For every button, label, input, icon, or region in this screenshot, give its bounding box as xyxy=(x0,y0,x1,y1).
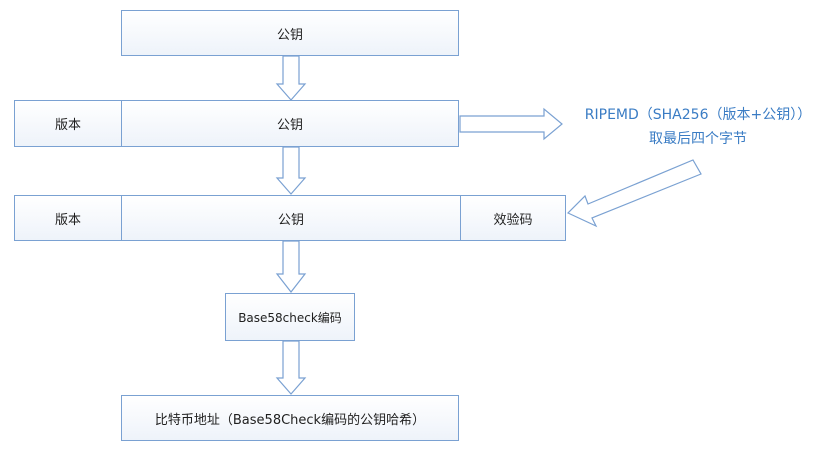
down-arrow-1 xyxy=(275,55,307,101)
pubkey-label: 公钥 xyxy=(277,212,304,228)
base58check-label: Base58check编码 xyxy=(238,310,342,325)
right-arrow xyxy=(459,107,563,141)
checksum-box: 效验码 xyxy=(460,195,566,241)
pubkey-box-row2: 公钥 xyxy=(121,100,459,147)
pubkey-label: 公钥 xyxy=(276,118,303,133)
bitcoin-address-label: 比特币地址（Base58Check编码的公钥哈希） xyxy=(154,412,426,428)
pubkey-box-top: 公钥 xyxy=(121,10,459,56)
pubkey-label: 公钥 xyxy=(276,27,303,43)
down-arrow-4 xyxy=(275,340,307,395)
down-arrow-2 xyxy=(275,146,307,195)
hash-note-line1: RIPEMD（SHA256（版本+公钥）） xyxy=(584,107,812,123)
down-arrow-3 xyxy=(275,240,307,293)
bitcoin-address-box: 比特币地址（Base58Check编码的公钥哈希） xyxy=(121,395,459,441)
version-box-row2: 版本 xyxy=(14,100,122,147)
version-label: 版本 xyxy=(54,212,81,228)
version-box-row3: 版本 xyxy=(14,195,122,241)
version-label: 版本 xyxy=(54,118,81,133)
hash-note-line2: 取最后四个字节 xyxy=(649,131,747,147)
base58check-box: Base58check编码 xyxy=(225,293,355,341)
hash-note: RIPEMD（SHA256（版本+公钥）） 取最后四个字节 xyxy=(568,104,828,148)
diagonal-arrow xyxy=(566,159,702,228)
checksum-label: 效验码 xyxy=(493,212,533,228)
pubkey-box-row3: 公钥 xyxy=(121,195,461,241)
